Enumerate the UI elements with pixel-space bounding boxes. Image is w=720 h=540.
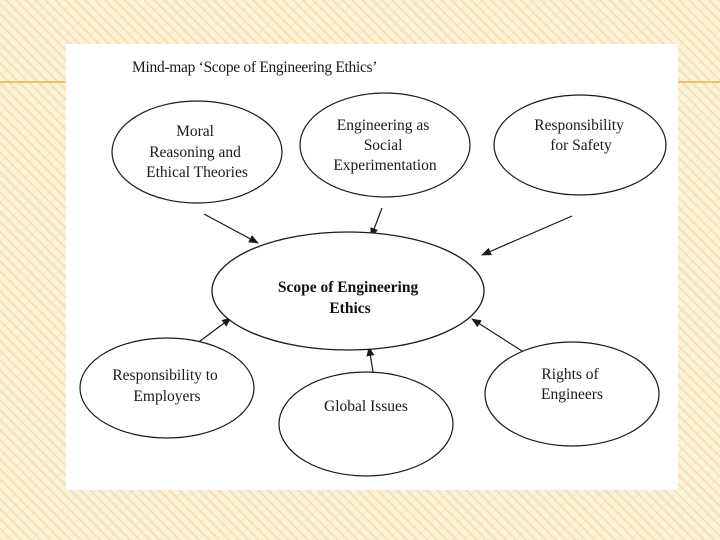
node-social-line-3: Experimentation [333, 157, 437, 174]
node-social-line-1: Engineering as [337, 117, 430, 134]
arrow-rights-to-center [471, 318, 523, 352]
svg-text:Moral Reasoning and: Moral Reasoning and Ethical Theories [146, 123, 248, 181]
node-employers-line-2: Employers [133, 388, 200, 405]
node-rights-line-1: Rights of [541, 366, 599, 383]
node-safety-line-1: Responsibility [534, 117, 624, 134]
node-responsibility-employers: Responsibility to Employers [79, 337, 255, 439]
slide: Mind-map ‘Scope of Engineering Ethics’ S… [66, 44, 678, 490]
svg-text:Global Issues: Global Issues [324, 398, 408, 415]
center-node-line-2: Ethics [329, 300, 370, 317]
svg-text:Responsibility to Empl: Responsibility to Employers [112, 367, 221, 405]
slide-title: Mind-map ‘Scope of Engineering Ethics’ [132, 59, 378, 76]
svg-text:Engineering as Social: Engineering as Social Experimentation [333, 117, 437, 174]
arrow-moral-to-center [203, 213, 259, 244]
node-moral-line-3: Ethical Theories [146, 164, 248, 181]
node-employers-line-1: Responsibility to [112, 367, 218, 384]
accent-line-left [0, 81, 66, 83]
node-global-line-1: Global Issues [324, 398, 408, 415]
arrow-social-to-center [370, 207, 383, 238]
node-social-experimentation: Engineering as Social Experimentation [299, 92, 471, 198]
node-moral-reasoning: Moral Reasoning and Ethical Theories [111, 100, 283, 204]
node-global-issues: Global Issues [278, 371, 454, 477]
arrow-safety-to-center [481, 215, 573, 256]
mind-map-diagram: Scope of Engineering Ethics Moral Reason… [79, 92, 667, 477]
node-rights-engineers: Rights of Engineers [484, 341, 660, 447]
node-moral-line-1: Moral [176, 123, 214, 140]
node-social-line-2: Social [364, 137, 403, 154]
node-responsibility-safety: Responsibility for Safety [493, 94, 667, 196]
svg-text:Scope of Engineering E: Scope of Engineering Ethics [278, 279, 422, 317]
center-node-line-1: Scope of Engineering [278, 279, 419, 296]
node-rights-line-2: Engineers [541, 386, 603, 403]
node-moral-line-2: Reasoning and [149, 144, 241, 161]
arrow-global-to-center [366, 346, 375, 373]
svg-text:Rights of Engineers: Rights of Engineers [541, 366, 603, 403]
accent-line-right [678, 81, 720, 83]
svg-text:Responsibility for Saf: Responsibility for Safety [534, 117, 627, 154]
node-safety-line-2: for Safety [550, 137, 612, 154]
center-node: Scope of Engineering Ethics [211, 231, 485, 351]
